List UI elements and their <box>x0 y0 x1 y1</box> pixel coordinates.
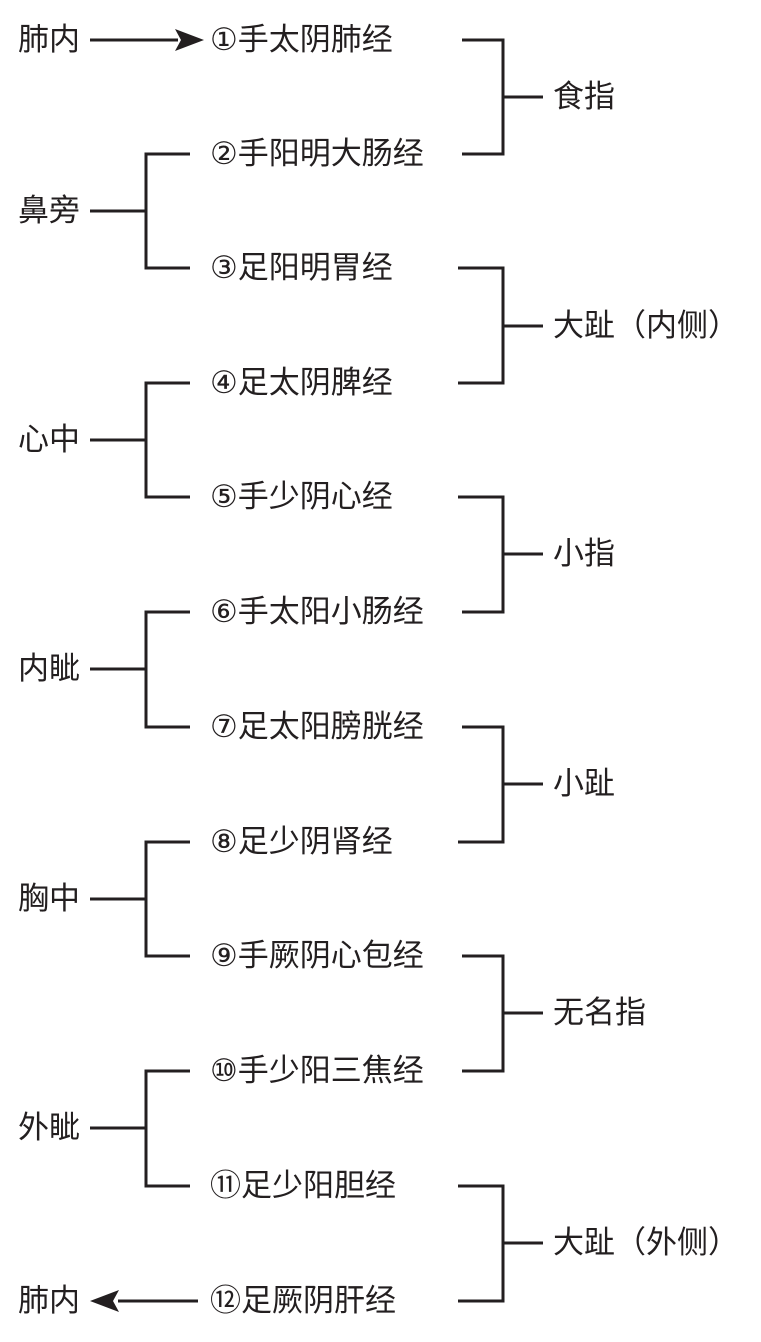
meridian-label-9: ⑨手厥阴心包经 <box>210 938 424 974</box>
branch-bracket-chest-center <box>90 840 190 958</box>
junction-label-ring-finger: 无名指 <box>553 995 646 1031</box>
junction-label-big-toe-outer: 大趾（外侧） <box>553 1225 739 1261</box>
meridian-label-5: ⑤手少阴心经 <box>210 479 393 515</box>
meridian-label-12: ⑫足厥阴肝经 <box>210 1283 396 1319</box>
branch-bracket-inner-canthus <box>90 610 190 729</box>
meridian-label-7: ⑦足太阳膀胱经 <box>210 709 424 745</box>
origin-label-outer-canthus: 外眦 <box>18 1110 80 1146</box>
branch-bracket-nose-side <box>90 152 190 270</box>
junction-bracket-little-finger <box>458 495 543 614</box>
meridian-label-2: ②手阳明大肠经 <box>210 136 424 172</box>
origin-label-chest-center: 胸中 <box>18 881 80 917</box>
origin-label-heart-center: 心中 <box>18 422 80 458</box>
junction-bracket-big-toe-outer <box>458 1184 543 1303</box>
meridian-label-11: ⑪足少阳胆经 <box>210 1168 396 1204</box>
origin-label-lung-start: 肺内 <box>18 22 80 58</box>
branch-bracket-outer-canthus <box>90 1069 190 1188</box>
origin-label-lung-end: 肺内 <box>18 1283 80 1319</box>
exit-arrow <box>90 1290 198 1312</box>
junction-label-little-toe: 小趾 <box>553 766 615 802</box>
branch-bracket-heart-center <box>90 381 190 499</box>
meridian-label-6: ⑥手太阳小肠经 <box>210 594 424 630</box>
meridian-label-3: ③足阳明胃经 <box>210 250 393 286</box>
entry-arrow <box>90 29 204 51</box>
junction-label-little-finger: 小指 <box>553 536 615 572</box>
origin-label-inner-canthus: 内眦 <box>18 651 80 687</box>
meridian-label-10: ⑩手少阳三焦经 <box>210 1053 424 1089</box>
junction-bracket-big-toe-inner <box>458 266 543 385</box>
junction-label-index-finger: 食指 <box>553 79 615 115</box>
meridian-label-1: ①手太阴肺经 <box>210 22 393 58</box>
meridian-label-8: ⑧足少阴肾经 <box>210 824 393 860</box>
junction-bracket-ring-finger <box>462 954 543 1073</box>
junction-bracket-index-finger <box>462 38 543 156</box>
junction-label-big-toe-inner: 大趾（内侧） <box>553 308 739 344</box>
meridian-label-4: ④足太阴脾经 <box>210 365 393 401</box>
junction-bracket-little-toe <box>458 725 543 844</box>
origin-label-nose-side: 鼻旁 <box>18 193 80 229</box>
